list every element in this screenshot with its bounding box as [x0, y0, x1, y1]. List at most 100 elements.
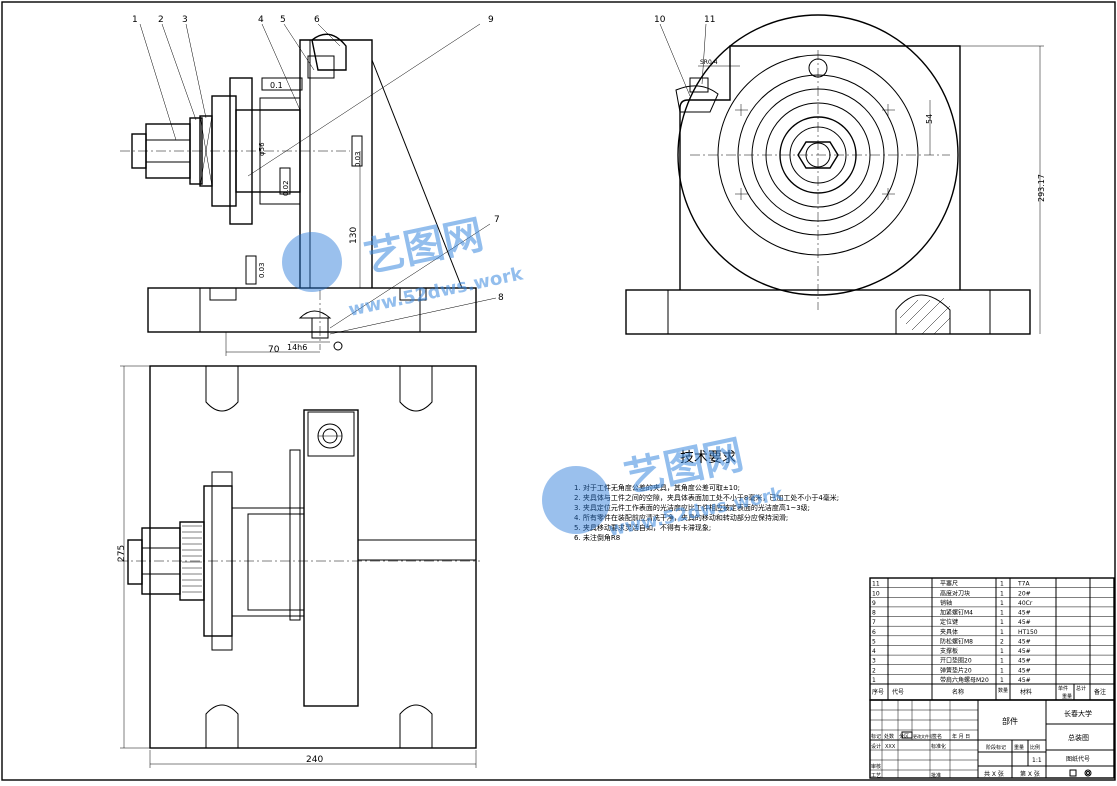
bom-cell-name: 开口垫圈20	[940, 657, 972, 665]
bom-cell-name: 定位键	[940, 618, 958, 626]
bom-cell-mat: 45#	[1018, 667, 1031, 674]
front-view: 0.1 0.03 0.03 0.02 φ56 70 14h6 130 1 2 3	[120, 15, 504, 356]
fcf-3: 0.03	[354, 151, 362, 167]
bom-cell-mat: 20#	[1018, 590, 1031, 597]
bom-cell-mat: 45#	[1018, 677, 1031, 684]
bom-cell-qty: 1	[1000, 677, 1004, 684]
dim-293: 293.17	[1037, 174, 1046, 202]
balloon-8: 8	[498, 293, 504, 303]
bom-cell-no: 4	[872, 648, 876, 655]
dim-54: 54	[925, 114, 934, 124]
tb-mark: 标记	[871, 733, 881, 740]
fcf-4: 0.02	[282, 180, 290, 196]
tech-item-6: 6. 未注倒角R8	[574, 533, 620, 542]
tech-item-3: 3. 夹具定位元件工作表面的光洁度应比工件相应被定表面的光洁度高1~3级;	[574, 503, 810, 512]
dim-275: 275	[117, 545, 127, 562]
bom-cell-name: 防松螺钉M8	[940, 637, 973, 645]
tb-sign: 签名	[932, 733, 942, 740]
dim-14h6: 14h6	[287, 343, 307, 352]
bom-cell-qty: 1	[1000, 590, 1004, 597]
balloon-1: 1	[132, 15, 138, 25]
bom-cell-qty: 1	[1000, 610, 1004, 617]
tb-sheet2: 第 X 张	[1020, 770, 1040, 778]
tb-school: 长春大学	[1064, 709, 1092, 718]
bom-cell-qty: 1	[1000, 648, 1004, 655]
balloon-3: 3	[182, 15, 188, 25]
bom-h-mat: 材料	[1020, 688, 1032, 696]
bom-h-total: 总计	[1076, 685, 1086, 692]
bom-cell-name: 销轴	[940, 599, 952, 607]
tech-item-5: 5. 夹具移动要求灵活自如，不得有卡滞现象;	[574, 523, 711, 532]
tech-item-4: 4. 所有零件在装配前应清洗干净，夹具的移动和转动部分应保持润滑;	[574, 513, 788, 522]
tb-scale: 1:1	[1032, 757, 1042, 764]
bom-cell-name: 高度对刀块	[940, 589, 970, 597]
bom-cell-name: 支撑板	[940, 647, 958, 655]
bom-h-no: 序号	[872, 688, 884, 696]
bom-cell-no: 8	[872, 610, 876, 617]
watermark-brand-1: 艺图网	[361, 212, 488, 282]
bom-cell-no: 7	[872, 619, 876, 626]
balloon-5: 5	[280, 15, 286, 25]
side-view: SR0.4 54 293.17 10 11	[625, 14, 1046, 335]
bom-cell-no: 9	[872, 600, 876, 607]
bom-h-name: 名称	[952, 688, 964, 696]
tb-design: 设计	[871, 743, 881, 750]
tb-date: 年 月 日	[952, 733, 970, 740]
dim-130: 130	[349, 227, 359, 244]
balloon-6: 6	[314, 15, 320, 25]
tb-review: 审核	[871, 763, 881, 770]
tb-std: 标准化	[931, 743, 946, 750]
bom-h-note: 备注	[1094, 688, 1106, 696]
flag-label: SR0.4	[700, 59, 718, 66]
dim-70: 70	[268, 345, 280, 355]
bom-cell-qty: 1	[1000, 581, 1004, 588]
tech-requirements: 技术要求 1. 对于工件无角度公差的夹具，其角度公差可取±10; 2. 夹具体与…	[574, 450, 839, 542]
bom-cell-mat: 45#	[1018, 619, 1031, 626]
bom-cell-no: 11	[872, 581, 880, 588]
bom-h-qty: 数量	[998, 687, 1008, 694]
tb-stage: 阶段标记	[986, 744, 1006, 751]
bom-cell-no: 10	[872, 590, 880, 597]
top-view: 275 240	[117, 365, 480, 768]
balloon-7: 7	[494, 215, 500, 225]
side-disc-outer	[677, 14, 959, 296]
bom-cell-no: 3	[872, 658, 876, 665]
tb-code: 图纸代号	[1066, 755, 1090, 763]
plan-base	[149, 365, 477, 749]
balloon-10: 10	[654, 15, 666, 25]
watermark-2: 艺图网 www.52dws.work	[542, 432, 786, 541]
bom-cell-mat: 45#	[1018, 638, 1031, 645]
bom-h-unit: 单件	[1058, 685, 1068, 692]
bom-h-code: 代号	[892, 688, 904, 696]
side-base	[625, 289, 1031, 335]
balloon-2: 2	[158, 15, 164, 25]
bom-cell-name: 平塞尺	[940, 580, 958, 588]
tb-name-x: XXX	[885, 744, 896, 750]
bom-cell-no: 6	[872, 629, 876, 636]
bom-cell-qty: 1	[1000, 619, 1004, 626]
bom-cell-no: 1	[872, 677, 876, 684]
bom-cell-no: 2	[872, 667, 876, 674]
bom-cell-name: 加紧螺钉M4	[940, 609, 973, 617]
bom-cell-mat: 45#	[1018, 648, 1031, 655]
bom-cell-qty: 1	[1000, 667, 1004, 674]
bom-cell-qty: 1	[1000, 629, 1004, 636]
bom-cell-mat: 40Cr	[1018, 600, 1033, 607]
bom-cell-name: 弹簧垫片20	[940, 666, 972, 674]
tb-change: 更改文件号	[913, 733, 933, 739]
balloon-9: 9	[488, 15, 494, 25]
tb-approve: 批准	[931, 772, 941, 779]
tech-title: 技术要求	[680, 450, 736, 466]
dim-240: 240	[306, 755, 323, 765]
bom-cell-mat: 45#	[1018, 610, 1031, 617]
tb-sheet1: 共 X 张	[984, 770, 1004, 778]
projection-symbol-icon	[1069, 769, 1092, 777]
tb-craft: 工艺	[871, 773, 881, 779]
fcf-1: 0.1	[270, 81, 283, 90]
fcf-2: 0.03	[258, 262, 266, 278]
watermark-1: 艺图网 www.52dws.work	[282, 212, 526, 321]
bom-cell-name: 夹具体	[940, 628, 958, 636]
tb-drawing: 总装图	[1068, 733, 1089, 742]
